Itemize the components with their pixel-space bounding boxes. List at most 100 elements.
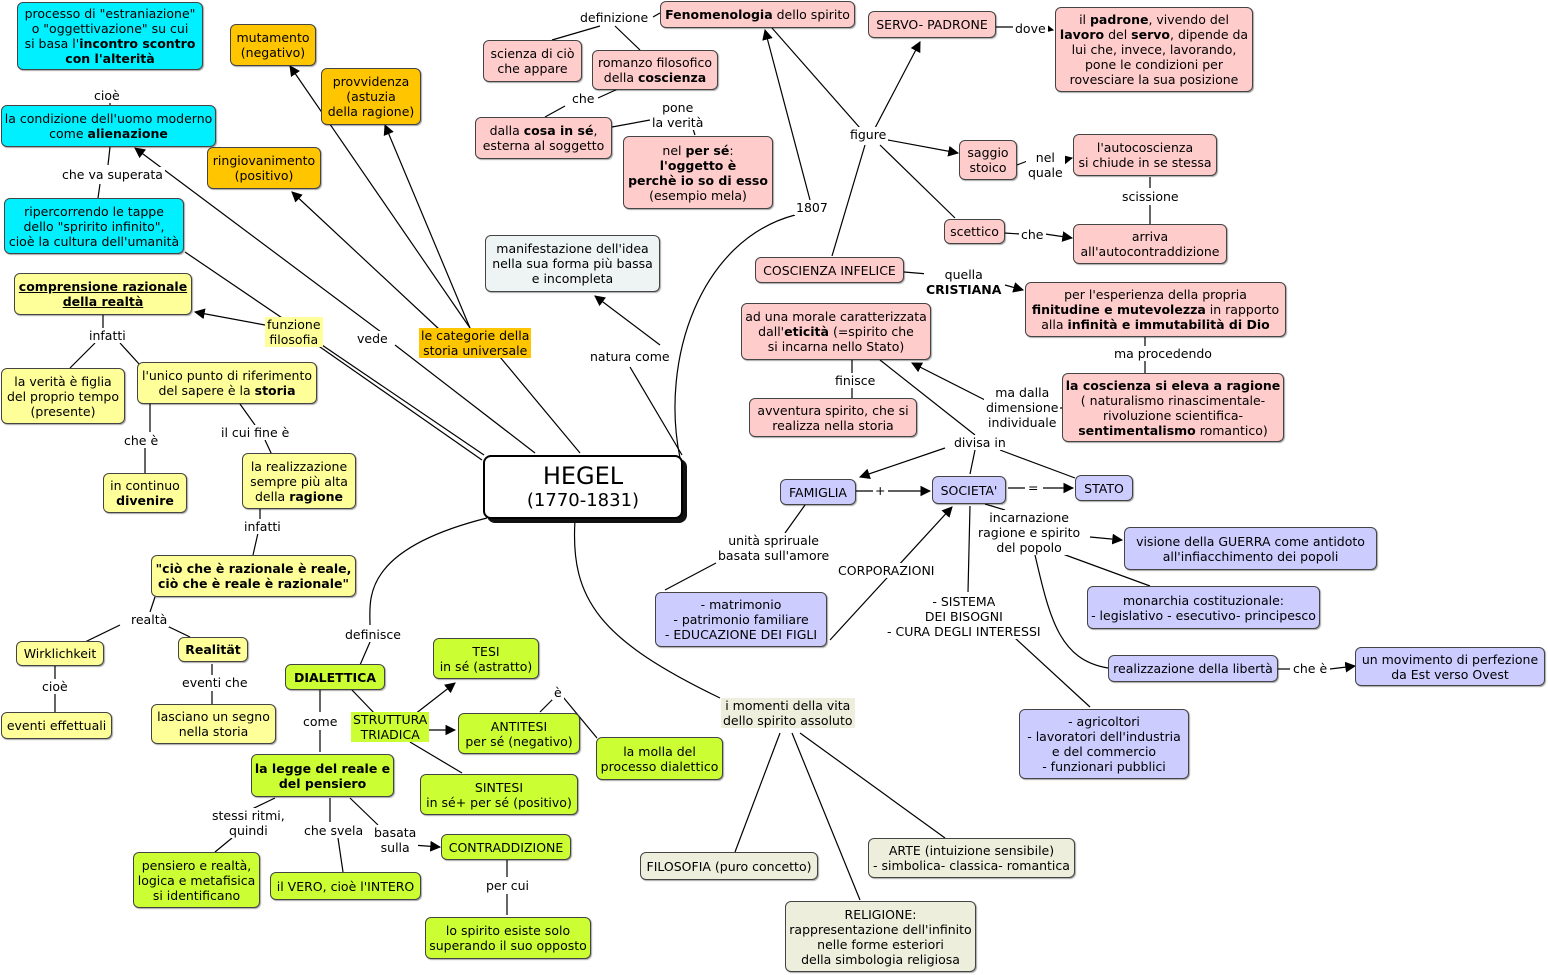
romanzo-text-2a: della bbox=[603, 70, 638, 85]
alienazione-node[interactable]: la condizione dell'uomo moderno come ali… bbox=[1, 105, 216, 147]
filosofia-node[interactable]: FILOSOFIA (puro concetto) bbox=[640, 852, 818, 880]
hegel-central-node[interactable]: HEGEL (1770-1831) bbox=[483, 455, 683, 519]
padrone-desc-text-3: lui che, invece, lavorando, bbox=[1071, 42, 1237, 57]
label-dove: dove bbox=[1013, 21, 1048, 36]
wirklichkeit-node[interactable]: Wirklichkeit bbox=[16, 641, 104, 666]
finitudine-node[interactable]: per l'esperienza della propria finitudin… bbox=[1025, 282, 1286, 337]
padrone-desc-2c: servo bbox=[1131, 27, 1170, 42]
spirito-esiste-node[interactable]: lo spirito esiste solo superando il suo … bbox=[425, 917, 591, 959]
padrone-desc-node[interactable]: il padrone, vivendo del lavoro del servo… bbox=[1055, 7, 1253, 92]
stato-node[interactable]: STATO bbox=[1075, 475, 1133, 501]
provvidenza-node[interactable]: provvidenza (astuzia della ragione) bbox=[321, 68, 421, 125]
label-incarnazione-text-3: del popolo bbox=[996, 540, 1062, 555]
label-cioe-w-text: cioè bbox=[42, 679, 68, 694]
label-momenti-text-2: dello spirito assoluto bbox=[723, 713, 853, 728]
sintesi-node[interactable]: SINTESI in sé+ per sé (positivo) bbox=[420, 774, 578, 815]
cosa-in-se-node[interactable]: dalla cosa in sé, esterna al soggetto bbox=[475, 117, 612, 159]
agricoltori-node[interactable]: - agricoltori - lavoratori dell'industri… bbox=[1019, 709, 1189, 779]
antitesi-node[interactable]: ANTITESI per sé (negativo) bbox=[458, 713, 580, 754]
legge-node[interactable]: la legge del reale e del pensiero bbox=[251, 754, 394, 797]
per-se-text-1a: nel bbox=[662, 142, 686, 158]
si-eleva-node[interactable]: la coscienza si eleva a ragione ( natura… bbox=[1062, 373, 1284, 442]
liberta-node[interactable]: realizzazione della libertà bbox=[1108, 655, 1278, 682]
per-se-text-1: nel per sé: bbox=[662, 143, 733, 158]
comprensione-text-2: della realtà bbox=[62, 294, 144, 309]
tesi-node[interactable]: TESI in sé (astratto) bbox=[433, 638, 539, 679]
scienza-node[interactable]: scienza di ciò che appare bbox=[483, 40, 582, 82]
realizzazione-ragione-node[interactable]: la realizzazione sempre più alta della r… bbox=[242, 453, 356, 509]
monarchia-text-1: monarchia costituzionale: bbox=[1122, 592, 1285, 608]
lasciano-segno-text-1: lasciano un segno bbox=[157, 709, 270, 724]
comprensione-node[interactable]: comprensione razionale della realtà bbox=[14, 273, 192, 315]
processo-node[interactable]: processo di "estraniazione" o "oggettiva… bbox=[17, 2, 203, 70]
lasciano-segno-node[interactable]: lasciano un segno nella storia bbox=[151, 704, 276, 744]
finitudine-text-3b: infinità e immutabilità di Dio bbox=[1067, 317, 1270, 332]
legge-text-1: la legge del reale e bbox=[254, 760, 391, 776]
mutamento-node[interactable]: mutamento (negativo) bbox=[230, 24, 316, 66]
saggio-stoico-text-2: stoico bbox=[969, 160, 1007, 175]
matrimonio-node[interactable]: - matrimonio - patrimonio familiare - ED… bbox=[655, 592, 827, 647]
religione-node[interactable]: RELIGIONE: rappresentazione dell'infinit… bbox=[785, 901, 976, 972]
servo-padrone-node[interactable]: SERVO- PADRONE bbox=[868, 11, 996, 38]
movimento-node[interactable]: un movimento di perfezione da Est verso … bbox=[1355, 647, 1545, 686]
morale-eticita-node[interactable]: ad una morale caratterizzata dall'eticit… bbox=[741, 303, 931, 360]
manifestazione-node[interactable]: manifestazione dell'idea nella sua forma… bbox=[485, 235, 660, 292]
continuo-node[interactable]: in continuo divenire bbox=[103, 473, 187, 513]
verita-figlia-node[interactable]: la verità è figlia del proprio tempo (pr… bbox=[1, 368, 125, 424]
per-se-text-1b: per sé bbox=[685, 142, 730, 158]
label-come: come bbox=[301, 714, 340, 729]
razionale-reale-node[interactable]: "ciò che è razionale è reale, ciò che è … bbox=[151, 555, 356, 597]
label-scissione: scissione bbox=[1120, 189, 1181, 204]
processo-text-4: con l'alterità bbox=[65, 51, 155, 66]
ringiovanimento-node[interactable]: ringiovanimento (positivo) bbox=[207, 147, 321, 189]
label-ma-procedendo-text: ma procedendo bbox=[1114, 346, 1212, 361]
label-cristiana-text: CRISTIANA bbox=[926, 282, 1002, 297]
label-che-text: che bbox=[572, 91, 595, 106]
dialettica-node[interactable]: DIALETTICA bbox=[285, 664, 385, 690]
fenomenologia-text: Fenomenologia dello spirito bbox=[665, 7, 850, 22]
agricoltori-text-4: - funzionari pubblici bbox=[1042, 759, 1166, 774]
guerra-node[interactable]: visione della GUERRA come antidoto all'i… bbox=[1124, 527, 1377, 570]
scettico-node[interactable]: scettico bbox=[944, 219, 1005, 244]
vero-intero-node[interactable]: il VERO, cioè l'INTERO bbox=[270, 872, 421, 900]
per-se-node[interactable]: nel per sé: l'oggetto è perchè io so di … bbox=[623, 136, 773, 209]
processo-text-3: si basa l'incontro scontro bbox=[25, 36, 196, 51]
societa-node[interactable]: SOCIETA' bbox=[932, 476, 1006, 504]
arte-node[interactable]: ARTE (intuizione sensibile) - simbolica-… bbox=[868, 838, 1075, 878]
saggio-stoico-node[interactable]: saggio stoico bbox=[959, 140, 1017, 180]
liberta-text: realizzazione della libertà bbox=[1113, 661, 1273, 676]
label-definisce-text: definisce bbox=[345, 627, 401, 642]
fenomenologia-node[interactable]: Fenomenologia dello spirito bbox=[660, 1, 855, 28]
pensiero-realta-node[interactable]: pensiero e realtà, logica e metafisica s… bbox=[133, 852, 260, 908]
label-cioe-top: cioè bbox=[92, 88, 122, 103]
dialettica-text: DIALETTICA bbox=[293, 669, 377, 685]
eventi-effettuali-node[interactable]: eventi effettuali bbox=[1, 712, 112, 739]
coscienza-infelice-node[interactable]: COSCIENZA INFELICE bbox=[755, 257, 904, 283]
cosa-in-se-text-2: esterna al soggetto bbox=[482, 138, 605, 153]
realitat-node[interactable]: Realität bbox=[178, 637, 248, 662]
avventura-node[interactable]: avventura spirito, che si realizza nella… bbox=[749, 398, 917, 437]
contraddizione-node[interactable]: CONTRADDIZIONE bbox=[441, 834, 571, 860]
autocontraddizione-node[interactable]: arriva all'autocontraddizione bbox=[1073, 224, 1227, 264]
label-sistema-text-2: DEI BISOGNI bbox=[924, 609, 1003, 624]
si-eleva-text-4a: sentimentalismo bbox=[1078, 422, 1196, 438]
label-categorie-text-1: le categorie della bbox=[421, 328, 530, 343]
molla-node[interactable]: la molla del processo dialettico bbox=[596, 737, 723, 780]
label-infatti-1-text: infatti bbox=[89, 328, 126, 343]
morale-eticita-text-2b: eticità bbox=[784, 324, 829, 339]
autocoscienza-node[interactable]: l'autocoscienza si chiude in se stessa bbox=[1073, 134, 1217, 176]
ripercorrendo-text-1: ripercorrendo le tappe bbox=[24, 203, 164, 219]
padrone-desc-1c: , vivendo del bbox=[1148, 12, 1229, 27]
cosa-in-se-text-1a: dalla bbox=[489, 123, 524, 138]
monarchia-node[interactable]: monarchia costituzionale: - legislativo … bbox=[1087, 586, 1320, 629]
unico-punto-node[interactable]: l'unico punto di riferimento del sapere … bbox=[137, 362, 317, 404]
famiglia-node[interactable]: FAMIGLIA bbox=[780, 479, 856, 505]
societa-text: SOCIETA' bbox=[940, 482, 998, 498]
coscienza-infelice-text: COSCIENZA INFELICE bbox=[763, 262, 896, 278]
romanzo-text-1: romanzo filosofico bbox=[597, 55, 712, 70]
ripercorrendo-node[interactable]: ripercorrendo le tappe dello "spririto i… bbox=[4, 198, 184, 254]
romanzo-node[interactable]: romanzo filosofico della coscienza bbox=[592, 50, 718, 90]
spirito-esiste-text-1: lo spirito esiste solo bbox=[445, 923, 571, 938]
